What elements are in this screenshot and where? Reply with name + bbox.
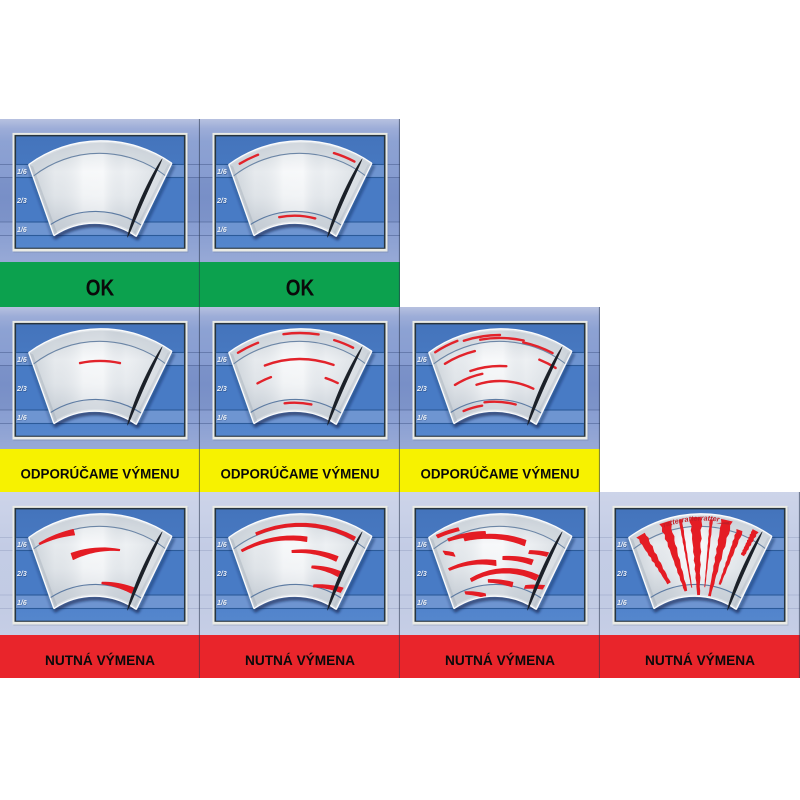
svg-text:1/6: 1/6 [418, 358, 428, 365]
svg-text:2/3: 2/3 [217, 387, 228, 394]
svg-text:1/6: 1/6 [217, 600, 227, 607]
svg-text:NUTNÁ VÝMENA: NUTNÁ VÝMENA [445, 651, 555, 668]
svg-text:1/6: 1/6 [18, 170, 28, 177]
svg-text:1/6: 1/6 [217, 542, 227, 549]
svg-text:1/6: 1/6 [18, 227, 28, 234]
svg-text:NUTNÁ VÝMENA: NUTNÁ VÝMENA [45, 651, 155, 668]
svg-text:1/6: 1/6 [417, 415, 427, 422]
svg-text:2/3: 2/3 [417, 572, 428, 579]
svg-text:ODPORÚČAME VÝMENU: ODPORÚČAME VÝMENU [21, 465, 180, 483]
svg-text:1/6: 1/6 [617, 542, 627, 549]
svg-text:1/6: 1/6 [218, 227, 228, 234]
svg-text:1/6: 1/6 [17, 542, 27, 549]
svg-text:2/3: 2/3 [17, 387, 28, 394]
svg-text:2/3: 2/3 [16, 571, 27, 578]
svg-text:OK: OK [86, 274, 115, 300]
svg-text:1/6: 1/6 [18, 543, 28, 550]
svg-text:1/6: 1/6 [417, 357, 427, 364]
svg-text:1/6: 1/6 [217, 357, 227, 364]
svg-text:2/3: 2/3 [416, 571, 427, 578]
svg-text:1/6: 1/6 [17, 357, 27, 364]
svg-text:2/3: 2/3 [17, 572, 28, 579]
svg-text:NUTNÁ VÝMENA: NUTNÁ VÝMENA [245, 651, 355, 668]
svg-text:1/6: 1/6 [618, 600, 628, 607]
svg-text:2/3: 2/3 [217, 199, 228, 206]
svg-text:1/6: 1/6 [618, 543, 628, 550]
svg-text:ODPORÚČAME VÝMENU: ODPORÚČAME VÝMENU [421, 465, 580, 483]
svg-text:1/6: 1/6 [218, 600, 228, 607]
svg-text:2/3: 2/3 [416, 386, 427, 393]
svg-text:1/6: 1/6 [218, 543, 228, 550]
svg-text:1/6: 1/6 [17, 415, 27, 422]
svg-text:2/3: 2/3 [417, 387, 428, 394]
svg-text:2/3: 2/3 [616, 571, 627, 578]
svg-text:1/6: 1/6 [418, 415, 428, 422]
svg-text:1/6: 1/6 [418, 600, 428, 607]
svg-text:OK: OK [286, 274, 315, 300]
svg-text:1/6: 1/6 [17, 169, 27, 176]
svg-text:1/6: 1/6 [417, 542, 427, 549]
svg-text:2/3: 2/3 [216, 198, 227, 205]
svg-text:1/6: 1/6 [418, 543, 428, 550]
svg-text:1/6: 1/6 [217, 169, 227, 176]
svg-text:1/6: 1/6 [217, 227, 227, 234]
svg-text:2/3: 2/3 [617, 572, 628, 579]
svg-text:ODPORÚČAME VÝMENU: ODPORÚČAME VÝMENU [221, 465, 380, 483]
svg-text:2/3: 2/3 [216, 571, 227, 578]
svg-text:2/3: 2/3 [217, 572, 228, 579]
svg-text:2/3: 2/3 [16, 386, 27, 393]
svg-text:1/6: 1/6 [218, 415, 228, 422]
svg-text:2/3: 2/3 [17, 199, 28, 206]
svg-text:1/6: 1/6 [217, 415, 227, 422]
svg-text:2/3: 2/3 [16, 198, 27, 205]
svg-text:NUTNÁ VÝMENA: NUTNÁ VÝMENA [645, 651, 755, 668]
svg-text:1/6: 1/6 [17, 600, 27, 607]
svg-text:1/6: 1/6 [18, 415, 28, 422]
svg-text:2/3: 2/3 [216, 386, 227, 393]
svg-text:1/6: 1/6 [218, 358, 228, 365]
svg-text:1/6: 1/6 [18, 358, 28, 365]
svg-text:1/6: 1/6 [417, 600, 427, 607]
svg-text:1/6: 1/6 [18, 600, 28, 607]
svg-text:1/6: 1/6 [17, 227, 27, 234]
svg-text:1/6: 1/6 [218, 170, 228, 177]
svg-text:1/6: 1/6 [617, 600, 627, 607]
